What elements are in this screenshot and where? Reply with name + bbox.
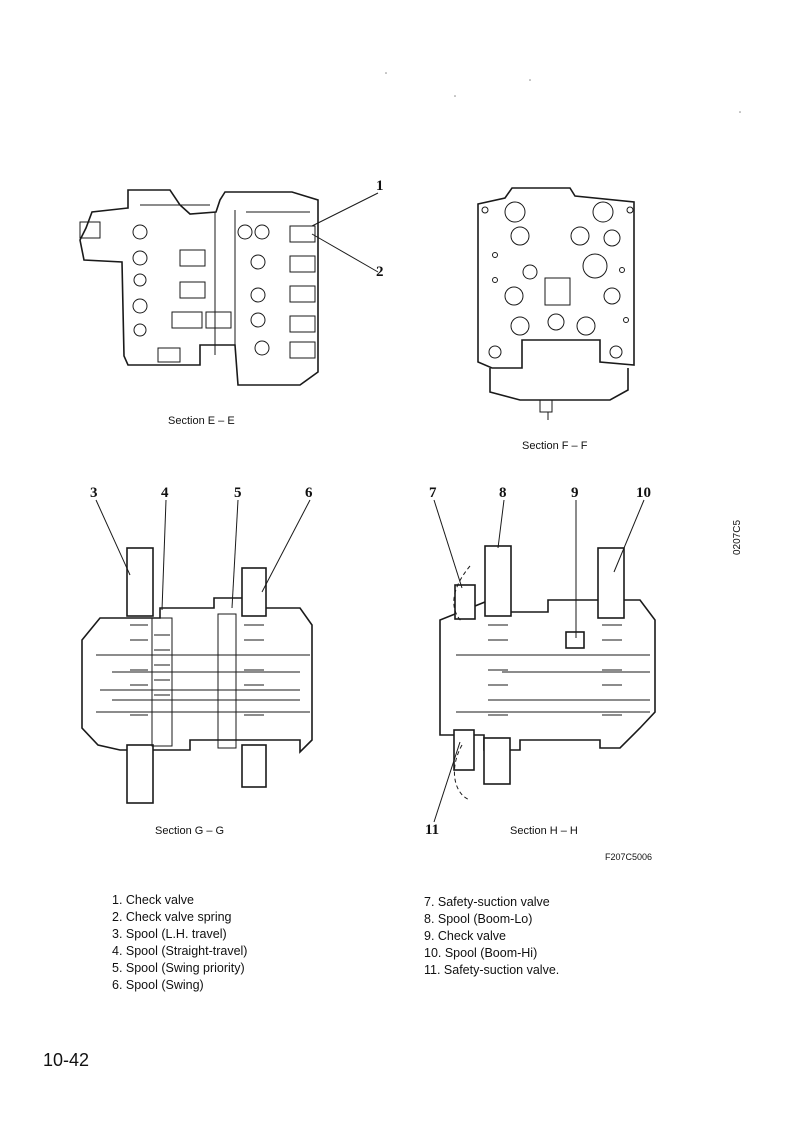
page-number: 10-42 <box>43 1050 90 1070</box>
callout-11: 11 <box>425 822 440 838</box>
side-code: 0207C5 <box>732 519 743 555</box>
callout-6: 6 <box>305 485 313 501</box>
legend-item: 7. Safety-suction valve <box>424 895 550 909</box>
callout-7: 7 <box>429 485 437 501</box>
legend-left: 1. Check valve 2. Check valve spring 3. … <box>112 892 247 994</box>
legend-item: 8. Spool (Boom-Lo) <box>424 912 533 926</box>
callout-10: 10 <box>636 485 651 501</box>
legend-item: 6. Spool (Swing) <box>112 978 204 992</box>
section-g-g-drawing <box>81 499 313 804</box>
legend-item: 4. Spool (Straight-travel) <box>112 944 248 958</box>
figure-code: F207C5006 <box>605 852 653 862</box>
callout-3: 3 <box>90 485 98 501</box>
callout-9: 9 <box>571 485 579 501</box>
legend-item: 10. Spool (Boom-Hi) <box>424 946 538 960</box>
legend-item: 11. Safety-suction valve. <box>424 963 560 977</box>
callout-4: 4 <box>161 485 169 501</box>
section-h-h-drawing <box>433 499 656 823</box>
section-f-f-drawing <box>477 187 635 420</box>
legend-item: 1. Check valve <box>112 893 194 907</box>
callout-2: 2 <box>376 264 384 280</box>
legend-item: 5. Spool (Swing priority) <box>112 961 245 975</box>
section-e-e-caption: Section E – E <box>168 415 235 427</box>
callout-5: 5 <box>234 485 242 501</box>
legend-right: 7. Safety-suction valve 8. Spool (Boom-L… <box>424 894 559 979</box>
scan-specks <box>385 72 741 113</box>
section-e-e-drawing <box>79 189 379 386</box>
section-h-h-caption: Section H – H <box>510 825 578 837</box>
legend-item: 3. Spool (L.H. travel) <box>112 927 227 941</box>
legend-item: 9. Check valve <box>424 929 506 943</box>
section-f-f-caption: Section F – F <box>522 440 588 452</box>
section-g-g-caption: Section G – G <box>155 825 225 837</box>
callout-1: 1 <box>376 178 384 194</box>
legend-item: 2. Check valve spring <box>112 910 232 924</box>
callout-8: 8 <box>499 485 507 501</box>
